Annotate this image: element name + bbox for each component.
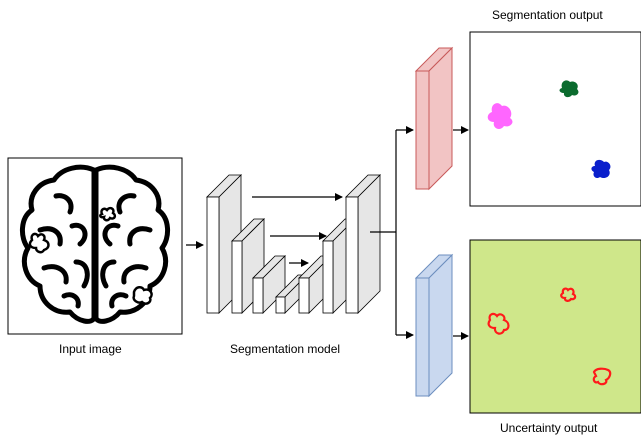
uncertainty-outline-1 [487,312,510,335]
branch-lines [370,126,414,339]
input-image-label: Input image [59,342,122,356]
segment-blob-magenta [487,103,513,129]
lesion-outlines [28,206,153,305]
segmentation-output-label: Segmentation output [492,8,603,22]
decoder-block-1 [345,174,381,314]
segmentation-head [414,46,454,191]
uncertainty-outlines [487,287,612,386]
uncertainty-head [414,253,454,398]
uncertainty-output-frame [469,239,641,414]
uncertainty-outline-3 [592,367,612,386]
brain-icon [20,164,170,324]
uncertainty-output [469,239,641,414]
skip-connections [252,193,343,267]
uncertainty-output-label: Uncertainty output [500,421,598,435]
model-label: Segmentation model [230,342,341,356]
segmentation-output [469,31,641,207]
segmentation-model [206,174,381,314]
segment-blob-blue [591,159,611,179]
uncertainty-outline-2 [560,287,577,302]
segment-blob-green [559,80,579,98]
input-image [7,157,183,335]
